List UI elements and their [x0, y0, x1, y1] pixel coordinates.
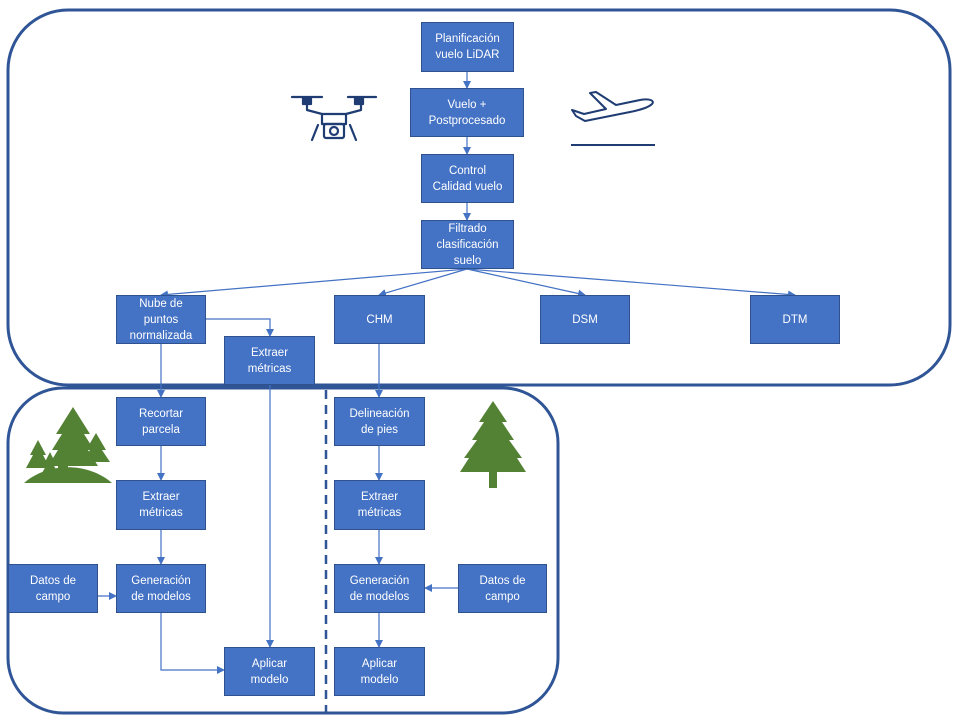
recortar-parcela-box: Recortar parcela — [116, 397, 206, 446]
connector-filtrado-dsm — [466, 268, 586, 298]
datos-campo-left-box: Datos de campo — [8, 564, 98, 613]
airplane-takeoff-icon — [571, 91, 655, 146]
aplicar-modelo-left-box: Aplicar modelo — [224, 647, 315, 696]
extraer-metricas-left-box: Extraer métricas — [116, 480, 206, 530]
field-modeling-panel — [6, 386, 560, 715]
extraer-metricas-right-box: Extraer métricas — [334, 480, 425, 530]
drone-icon — [290, 95, 378, 142]
connector-nube-extraer — [206, 318, 274, 337]
single-tree-icon — [460, 401, 526, 488]
vuelo-postprocesado-box: Vuelo + Postprocesado — [410, 88, 524, 137]
connectors — [98, 72, 796, 674]
datos-campo-right-box: Datos de campo — [458, 564, 547, 613]
connector-filtrado-chm — [378, 268, 468, 297]
delineacion-pies-box: Delineación de pies — [334, 397, 425, 446]
dtm-box: DTM — [750, 295, 840, 344]
filtrado-clasificacion-box: Filtrado clasificación suelo — [421, 220, 514, 269]
connector-generacion-aplicar-left — [160, 613, 225, 674]
connector-filtrado-nube — [160, 268, 468, 299]
aplicar-modelo-right-box: Aplicar modelo — [334, 647, 425, 696]
planificacion-vuelo-box: Planificación vuelo LiDAR — [421, 22, 514, 72]
lidar-processing-panel — [6, 8, 952, 387]
connector-filtrado-dtm — [466, 268, 796, 299]
dsm-box: DSM — [540, 295, 630, 344]
chm-box: CHM — [334, 295, 425, 344]
control-calidad-box: Control Calidad vuelo — [421, 154, 514, 203]
generacion-modelos-left-box: Generación de modelos — [116, 564, 206, 613]
generacion-modelos-right-box: Generación de modelos — [334, 564, 425, 613]
nube-puntos-box: Nube de puntos normalizada — [116, 295, 206, 344]
forest-icon — [24, 407, 112, 483]
extraer-metricas-top-box: Extraer métricas — [224, 336, 315, 385]
